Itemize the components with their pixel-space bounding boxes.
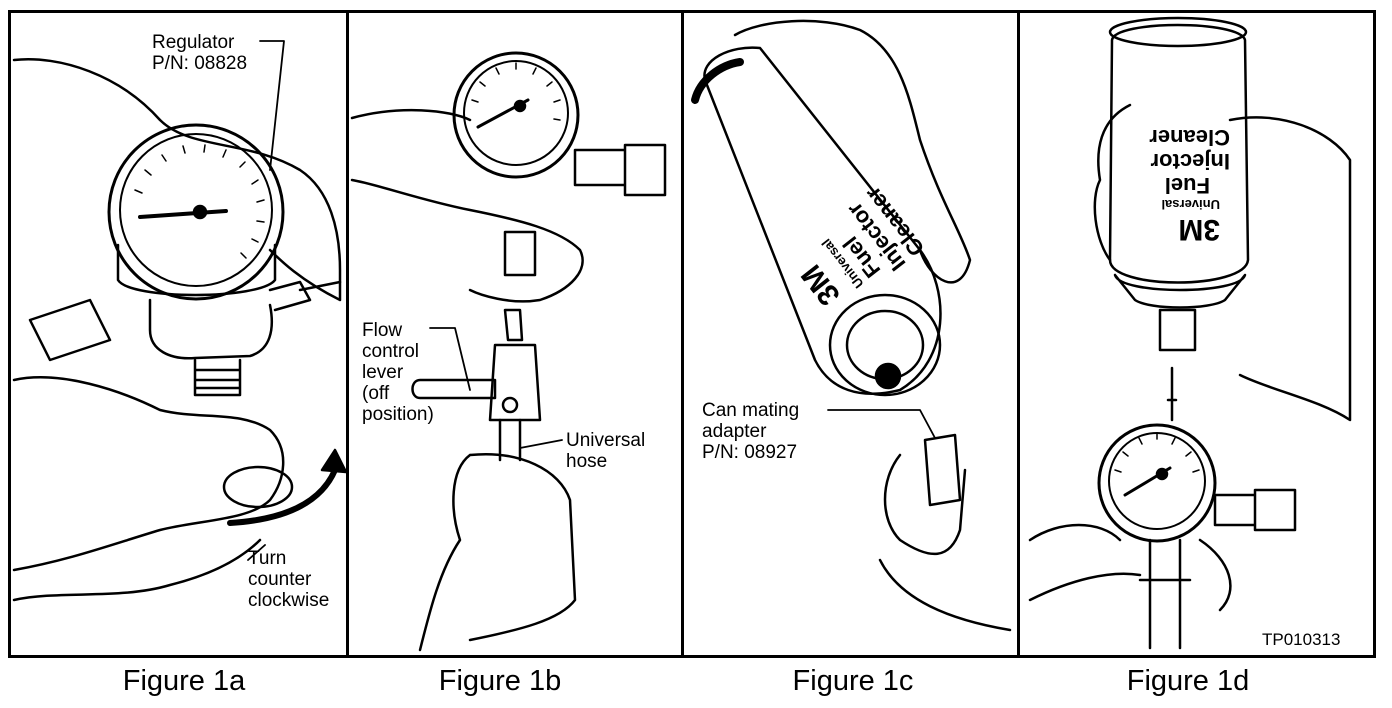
turn-label: Turn counter clockwise [248,548,329,611]
can-label-line2: adapter [702,421,767,442]
hand-1d [1093,103,1352,422]
can-label-1d: 3M Universal Fuel Injector Cleaner [1149,125,1230,246]
leader-regulator [259,40,285,171]
can-bottom-1d [1113,273,1247,309]
figure-code: TP010313 [1262,630,1341,649]
hose-1b [498,418,522,462]
can-top-1d [1108,16,1248,48]
flow-lever-1b [411,378,497,400]
panel-1b-illustration [350,51,667,652]
gauge-ticks-1b [471,62,561,121]
gauge-ticks-1d [1114,432,1200,473]
regulator-label: Regulator P/N: 08828 [152,32,247,74]
fitting-1d [1213,488,1297,532]
adapter-1c [923,433,962,507]
gauge-bezel-1d [1097,423,1217,543]
can-body-1c [703,46,942,395]
panel-divider-1 [346,10,349,658]
can-label-line1: Can mating [702,400,800,421]
caption-figure-1d: Figure 1d [1126,665,1250,697]
flow-label-line2: control [362,341,420,362]
gauge-face-1a [119,133,273,287]
hand-lower-1d [1028,523,1232,612]
gauge-needle-1a [138,209,228,219]
fitting-left-1a [28,298,112,362]
regulator-label-line2: P/N: 08828 [152,53,248,74]
can-label-line3: P/N: 08927 [702,442,798,463]
small-fitting-1b [503,230,537,277]
can-top-ring-1c [691,58,744,104]
caption-figure-1a: Figure 1a [122,665,246,697]
can-nozzle-1c [874,362,902,390]
caption-figure-1b: Figure 1b [438,665,562,697]
fitting-right-1a [268,280,312,312]
fitting-1b [573,143,667,197]
universal-hose-label: Universal hose [566,430,645,472]
valve-1b [488,308,542,422]
hose-tip-1d [1166,366,1178,422]
gauge-housing-1a [116,243,277,297]
can-body-1d [1108,23,1250,284]
can-line3-1d: Injector [1150,149,1230,174]
regulator-label-line1: Regulator [152,32,235,53]
panel-1c-illustration [691,19,1012,632]
leader-flow [429,327,471,391]
can-adapter-label: Can mating adapter P/N: 08927 [702,400,799,463]
hand-lower-1b [418,453,577,652]
gauge-bezel-1a [107,123,285,301]
hose-1d [1138,538,1192,650]
flow-label-line1: Flow [362,320,403,341]
panel-divider-2 [681,10,684,658]
gauge-ticks-1a [134,144,265,259]
hose-label-line2: hose [566,451,608,472]
hand-upper-1b [350,108,584,303]
hose-label-line1: Universal [566,430,646,451]
can-line4-1d: Cleaner [1149,125,1230,150]
leader-can [827,409,936,439]
figure-frame [8,10,1376,658]
can-base-1c [828,293,942,397]
hand-lower-1c [878,453,1012,632]
gauge-hub-1a [192,204,208,220]
flow-label-line3: lever [362,362,404,383]
valve-body-1a [148,298,274,360]
hand-upper-1a [12,58,342,302]
gauge-bezel-1b [452,51,580,179]
rotation-arrow-1a [227,467,338,526]
panel-1d-illustration [1028,16,1352,650]
valve-stem-1d [1158,308,1197,352]
flow-control-label: Flow control lever (off position) [362,320,434,425]
gauge-face-1d [1108,432,1206,530]
panel-1a-illustration [12,40,348,602]
gauge-face-1b [463,60,569,166]
hand-1c [733,19,972,284]
leader-hose [519,439,563,449]
turn-label-line2: counter [248,569,312,590]
can-line1-1d: Universal [1161,197,1220,212]
can-brand-1d: 3M [1178,213,1220,246]
flow-label-line4: (off [362,383,390,404]
panel-divider-3 [1017,10,1020,658]
turn-label-line3: clockwise [248,590,330,611]
turn-label-line1: Turn [248,548,287,569]
hand-lower-1a [12,376,285,572]
flow-label-line5: position) [362,404,434,425]
can-line2-1d: Fuel [1165,173,1210,198]
leader-turn [247,544,266,561]
caption-figure-1c: Figure 1c [792,665,914,697]
threaded-stem-1a [193,358,242,397]
